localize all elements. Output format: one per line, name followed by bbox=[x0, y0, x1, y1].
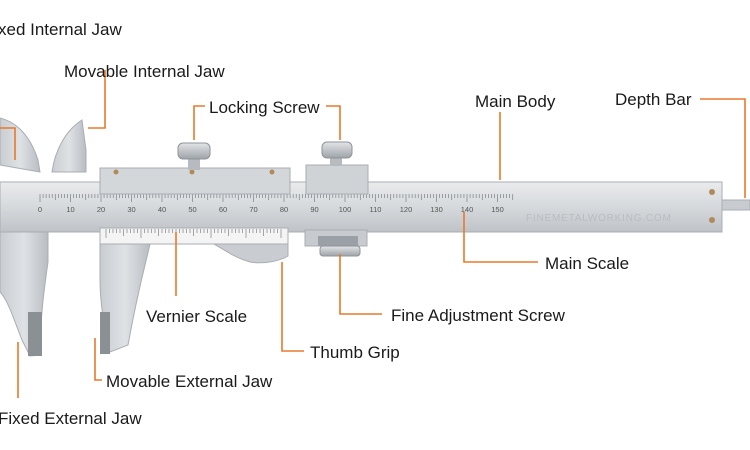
main-scale-number: 90 bbox=[310, 205, 318, 214]
leader-movable-internal-jaw bbox=[88, 70, 106, 129]
main-scale-number: 80 bbox=[280, 205, 288, 214]
label-movable-internal-jaw: Movable Internal Jaw bbox=[64, 62, 225, 81]
watermark-text: FINEMETALWORKING.COM bbox=[526, 213, 672, 224]
beam-rivet-bottom bbox=[709, 217, 715, 223]
fixed-jaw-assembly bbox=[0, 117, 49, 357]
main-scale-number: 140 bbox=[461, 205, 474, 214]
fixed-jaw-tip-shadow bbox=[28, 312, 42, 356]
locking-screw-left bbox=[177, 142, 211, 170]
beam-rivet-top bbox=[709, 189, 715, 195]
main-scale-number: 0 bbox=[38, 205, 42, 214]
slider-rivet-3 bbox=[269, 169, 275, 175]
fine-adjustment-screw bbox=[304, 229, 368, 257]
movable-internal-jaw-shape bbox=[51, 119, 87, 173]
main-scale-number: 110 bbox=[370, 205, 382, 214]
main-scale-number: 20 bbox=[97, 205, 105, 214]
main-scale-number: 120 bbox=[400, 205, 413, 214]
leader-movable-external-jaw bbox=[94, 338, 102, 381]
label-thumb-grip: Thumb Grip bbox=[310, 343, 400, 362]
label-vernier-scale: Vernier Scale bbox=[146, 307, 247, 326]
label-fixed-internal-jaw: xed Internal Jaw bbox=[0, 20, 123, 39]
locking-screw-right bbox=[321, 141, 353, 166]
main-scale-number: 130 bbox=[430, 205, 443, 214]
label-fixed-external-jaw: Fixed External Jaw bbox=[0, 409, 142, 428]
main-scale-number: 150 bbox=[491, 205, 504, 214]
main-scale-ticks bbox=[39, 194, 514, 202]
movable-external-jaw-shape bbox=[99, 243, 151, 353]
main-scale-number: 50 bbox=[188, 205, 196, 214]
slider-upper-plate bbox=[99, 167, 291, 195]
label-main-body: Main Body bbox=[475, 92, 556, 111]
fixed-internal-jaw-shape bbox=[0, 117, 41, 173]
label-depth-bar: Depth Bar bbox=[615, 90, 692, 109]
main-scale-number: 30 bbox=[127, 205, 135, 214]
label-main-scale: Main Scale bbox=[545, 254, 629, 273]
main-scale-number: 70 bbox=[249, 205, 257, 214]
leader-thumb-grip bbox=[281, 262, 304, 352]
main-scale-numbers: 0 10 20 30 40 50 60 70 80 90 100 110 120 130 140 150 bbox=[38, 205, 504, 214]
leader-fixed-internal-jaw bbox=[0, 127, 16, 160]
main-scale-number: 60 bbox=[219, 205, 227, 214]
part-labels: xed Internal Jaw Movable Internal Jaw Lo… bbox=[0, 20, 692, 428]
label-movable-external-jaw: Movable External Jaw bbox=[106, 372, 273, 391]
depth-bar-shape bbox=[721, 199, 750, 211]
movable-jaw-tip-shadow bbox=[100, 312, 110, 354]
slider-upper-plate-right bbox=[305, 164, 369, 195]
leader-lines bbox=[0, 70, 746, 398]
leader-locking-screw-right bbox=[326, 105, 341, 140]
slider-lower-body bbox=[100, 243, 289, 264]
leader-main-scale bbox=[463, 212, 538, 263]
slider-rivet-2 bbox=[189, 169, 195, 175]
label-fine-adjustment-screw: Fine Adjustment Screw bbox=[391, 306, 566, 325]
leader-locking-screw-left bbox=[193, 105, 205, 140]
main-scale-number: 10 bbox=[66, 205, 74, 214]
leader-depth-bar bbox=[700, 98, 746, 198]
vernier-slider bbox=[99, 164, 369, 354]
main-scale-number: 40 bbox=[158, 205, 166, 214]
label-locking-screw: Locking Screw bbox=[209, 98, 320, 117]
leader-fine-adjustment-screw bbox=[339, 254, 382, 315]
main-scale-number: 100 bbox=[339, 205, 352, 214]
slider-rivet-1 bbox=[113, 169, 119, 175]
